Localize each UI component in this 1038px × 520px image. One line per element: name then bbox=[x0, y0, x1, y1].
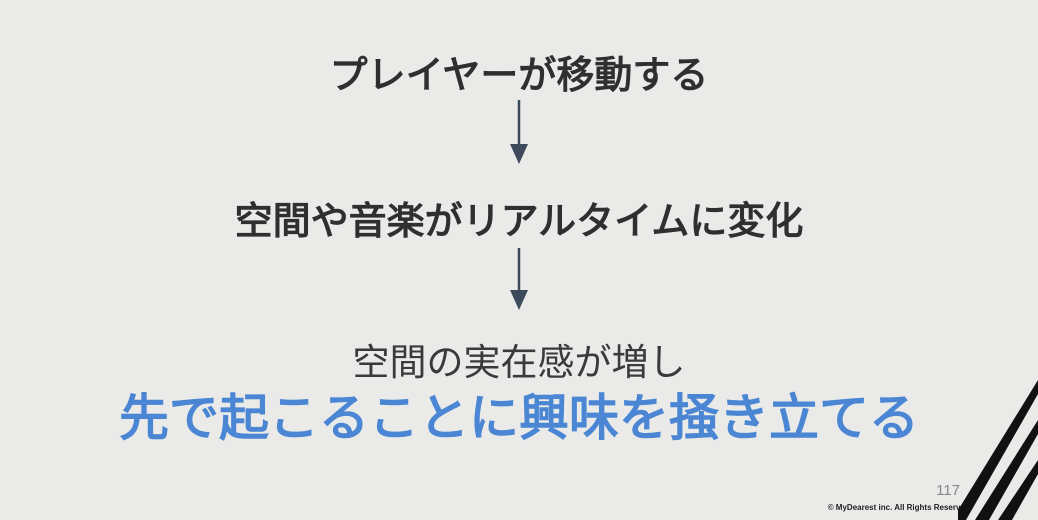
copyright-notice: © MyDearest inc. All Rights Reserved. bbox=[827, 503, 972, 512]
down-arrow-icon bbox=[510, 248, 528, 310]
step-1-text: プレイヤーが移動する bbox=[329, 53, 709, 97]
down-arrow-icon bbox=[510, 100, 528, 164]
page-number: 117 bbox=[936, 482, 960, 499]
step-2-text: 空間や音楽がリアルタイムに変化 bbox=[234, 199, 804, 243]
corner-stripes-decoration bbox=[958, 380, 1038, 520]
result-headline: 先で起こることに興味を掻き立てる bbox=[119, 389, 919, 447]
result-subtitle: 空間の実在感が増し bbox=[352, 341, 686, 384]
